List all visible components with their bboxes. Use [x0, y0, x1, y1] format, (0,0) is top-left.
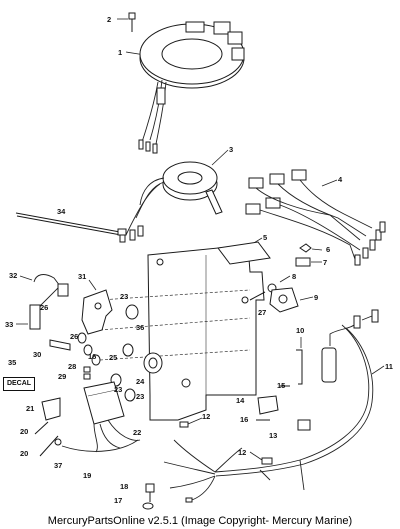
part-rectifier-14	[257, 395, 279, 415]
part-hardware-28	[83, 366, 91, 380]
part-coil-lead-32	[19, 274, 69, 330]
callout-31: 31	[78, 272, 86, 281]
part-spring-10	[296, 337, 303, 385]
part-bolt-20	[34, 421, 62, 457]
callout-13: 13	[269, 431, 277, 440]
callout-12a: 12	[202, 412, 210, 421]
callout-4: 4	[338, 175, 343, 184]
part-screw-8	[249, 275, 291, 301]
decal-label: DECAL	[3, 377, 35, 391]
part-ignition-coil-31	[81, 279, 113, 335]
part-mounting-plate	[99, 244, 265, 421]
part-connector-13	[297, 419, 311, 431]
callout-32: 32	[9, 271, 17, 280]
part-lead-19	[61, 439, 139, 452]
callout-10: 10	[296, 326, 304, 335]
callout-7: 7	[323, 258, 327, 267]
part-washer-17	[142, 502, 154, 510]
callout-17: 17	[114, 496, 122, 505]
callout-12b: 12	[238, 448, 246, 457]
part-trigger-3	[119, 149, 229, 243]
part-spacers-23	[110, 304, 139, 402]
callout-19: 19	[83, 471, 91, 480]
callout-20b: 20	[20, 449, 28, 458]
callout-22: 22	[133, 428, 141, 437]
callout-11: 11	[385, 362, 393, 371]
callout-26b: 26	[70, 332, 78, 341]
part-wire-fanout	[163, 439, 243, 503]
callout-3: 3	[229, 145, 233, 154]
part-bracket-5	[217, 237, 271, 265]
part-nut-6	[299, 243, 323, 253]
part-cable-tie-34	[15, 212, 127, 236]
callout-14: 14	[236, 396, 245, 405]
callout-16b: 16	[240, 415, 248, 424]
callout-27: 27	[258, 308, 266, 317]
part-clip-7	[295, 257, 322, 267]
callout-23b: 23	[114, 385, 122, 394]
callout-15: 15	[277, 381, 285, 390]
exploded-parts-diagram: 2 1 3 4 34 5 6 7 8 9 32 31 23 26 27 10 3…	[5, 12, 393, 510]
callout-8: 8	[292, 272, 296, 281]
callout-18: 18	[120, 482, 128, 491]
copyright-caption: MercuryPartsOnline v2.5.1 (Image Copyrig…	[47, 515, 353, 527]
part-screw-18	[145, 483, 155, 502]
part-screw-2	[117, 12, 136, 32]
callout-35: 35	[8, 358, 16, 367]
part-switch-box-22	[83, 381, 141, 453]
callout-23c: 23	[136, 392, 144, 401]
callout-20a: 20	[20, 427, 28, 436]
callout-28: 28	[68, 362, 76, 371]
callout-25: 25	[109, 353, 117, 362]
callout-37: 37	[54, 461, 62, 470]
part-hardware-25	[49, 332, 101, 366]
callout-2: 2	[107, 15, 111, 24]
callout-34: 34	[57, 207, 66, 216]
callout-26a: 26	[40, 303, 48, 312]
callout-6: 6	[326, 245, 330, 254]
callout-29: 29	[58, 372, 66, 381]
part-harness-11	[214, 309, 385, 491]
callout-33: 33	[5, 320, 13, 329]
callout-30: 30	[33, 350, 41, 359]
callout-5: 5	[263, 233, 267, 242]
callout-36: 36	[136, 323, 144, 332]
part-stator-1	[125, 21, 245, 154]
part-connector-12	[179, 417, 273, 465]
part-bracket-21	[41, 397, 61, 421]
callout-16: 16	[88, 352, 96, 361]
part-connectors-4	[245, 169, 386, 266]
callout-24: 24	[136, 377, 145, 386]
callout-9: 9	[314, 293, 318, 302]
part-grommet-24	[143, 352, 163, 374]
callout-21: 21	[26, 404, 34, 413]
callout-1: 1	[118, 48, 122, 57]
part-switch-9	[269, 287, 314, 313]
callout-23a: 23	[120, 292, 128, 301]
